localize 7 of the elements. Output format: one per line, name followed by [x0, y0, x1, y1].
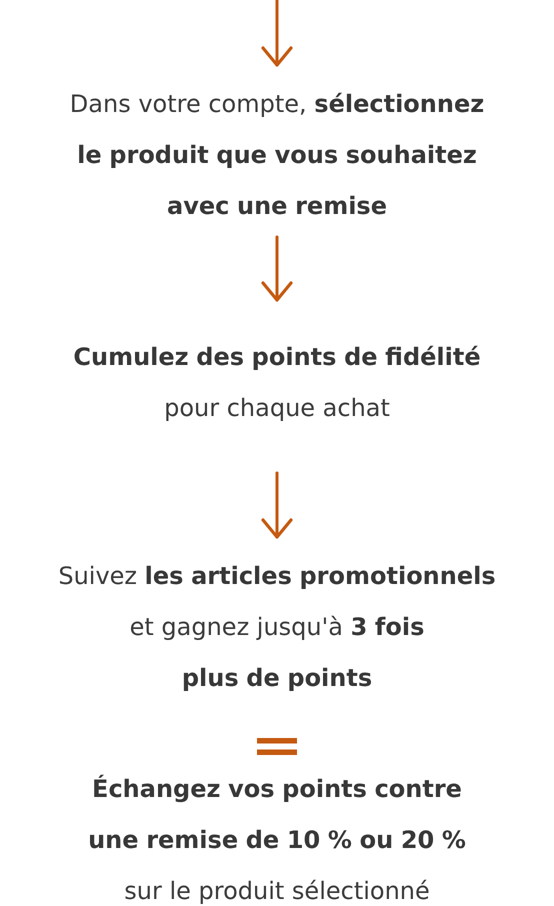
arrow [261, 236, 293, 302]
arrow [261, 472, 293, 539]
arrow [261, 0, 293, 67]
step-text: Cumulez des points de fidélité pour chaque achat [73, 332, 481, 434]
step-text: Suivez les articles promotionnels et gagnez jusqu'à 3 fois plus de points [58, 551, 496, 704]
step-text: Échangez vos points contre une remise de 10 % ou 20 % sur le produit sélectionné [88, 764, 466, 906]
step-text: Dans votre compte, sélectionnez le produit que vous souhaitez avec une remise [70, 79, 484, 232]
